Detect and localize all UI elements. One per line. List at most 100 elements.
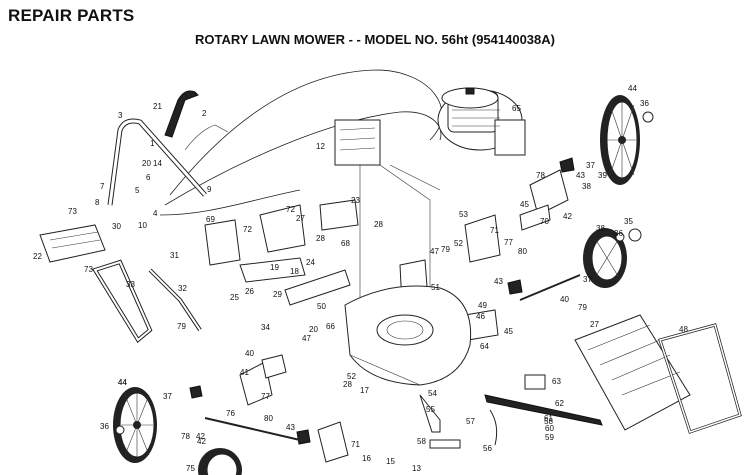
- callout: 27: [296, 214, 305, 223]
- callout: 51: [431, 283, 440, 292]
- callout: 24: [306, 258, 315, 267]
- callout: 79: [177, 322, 186, 331]
- callout: 5: [135, 186, 140, 195]
- callout: 28: [374, 220, 383, 229]
- callout: 44: [118, 378, 127, 387]
- callout: 13: [412, 464, 421, 473]
- callout: 55: [426, 405, 435, 414]
- callout: 68: [341, 239, 350, 248]
- blade-illustration: [484, 374, 603, 426]
- callout: 54: [428, 389, 437, 398]
- grass-catcher-illustration: [574, 314, 742, 434]
- callout: 40: [560, 295, 569, 304]
- callout: 71: [490, 226, 499, 235]
- callout-labels: 44 36 65 21 2 3 12 1 20 14 6 7 5 8 4 9 1…: [33, 84, 688, 473]
- callout: 12: [316, 142, 325, 151]
- page-title: REPAIR PARTS: [8, 6, 135, 25]
- callout: 39: [598, 171, 607, 180]
- handle-assembly-illustration: [91, 90, 229, 344]
- callout: 46: [476, 312, 485, 321]
- callout: 16: [362, 454, 371, 463]
- callout: 28: [343, 380, 352, 389]
- callout: 19: [270, 263, 279, 272]
- callout: 66: [326, 322, 335, 331]
- callout: 17: [360, 386, 369, 395]
- callout: 49: [478, 301, 487, 310]
- callout: 77: [504, 238, 513, 247]
- callout: 61: [544, 414, 553, 423]
- callout: 9: [207, 185, 212, 194]
- callout: 71: [351, 440, 360, 449]
- callout: 43: [286, 423, 295, 432]
- callout: 73: [84, 265, 93, 274]
- callout: 4: [153, 209, 158, 218]
- callout: 23: [351, 196, 360, 205]
- page-subtitle: ROTARY LAWN MOWER - - MODEL NO. 56ht (95…: [195, 32, 555, 47]
- callout: 60: [545, 424, 554, 433]
- callout: 78: [536, 171, 545, 180]
- callout: 15: [386, 457, 395, 466]
- callout: 35: [624, 217, 633, 226]
- front-wheel-right: [583, 228, 627, 288]
- callout: 42: [563, 212, 572, 221]
- callout: 36: [100, 422, 109, 431]
- height-adjuster-illustrations: [189, 157, 575, 463]
- callout: 10: [138, 221, 147, 230]
- small-parts-illustrations: [115, 111, 654, 449]
- callout: 42: [197, 437, 206, 446]
- callout: 45: [520, 200, 529, 209]
- callout: 45: [504, 327, 513, 336]
- callout: 40: [245, 349, 254, 358]
- callout: 63: [552, 377, 561, 386]
- callout: 43: [576, 171, 585, 180]
- callout: 31: [170, 251, 179, 260]
- control-cable: [164, 111, 442, 206]
- callout: 80: [264, 414, 273, 423]
- callout: 7: [100, 182, 105, 191]
- callout: 52: [454, 239, 463, 248]
- callout: 26: [245, 287, 254, 296]
- callout: 37: [163, 392, 172, 401]
- callout: 70: [540, 217, 549, 226]
- callout: 52: [347, 372, 356, 381]
- callout: 2: [202, 109, 207, 118]
- callout: 44: [118, 378, 127, 387]
- engine-illustration: [437, 87, 526, 156]
- callout: 75: [186, 464, 195, 473]
- callout: 72: [286, 205, 295, 214]
- callout: 36: [640, 99, 649, 108]
- callout: 65: [512, 104, 521, 113]
- callout: 25: [230, 293, 239, 302]
- callout: 58: [417, 437, 426, 446]
- callout: 76: [226, 409, 235, 418]
- front-wheel-left: [198, 448, 242, 475]
- callout: 44: [628, 84, 637, 93]
- callout: 78: [181, 432, 190, 441]
- callout: 42: [196, 432, 205, 441]
- callout: 79: [578, 303, 587, 312]
- callout: 34: [261, 323, 270, 332]
- callout: 1: [150, 139, 155, 148]
- callout: 47: [430, 247, 439, 256]
- callout: 36: [614, 229, 623, 238]
- callout: 43: [494, 277, 503, 286]
- bracket-illustrations: [204, 119, 569, 341]
- callout: 47: [302, 334, 311, 343]
- callout: 20: [142, 159, 151, 168]
- catcher-front-illustration: [39, 224, 106, 263]
- callout: 41: [240, 368, 249, 377]
- callout: 69: [206, 215, 215, 224]
- callout: 33: [126, 280, 135, 289]
- callout: 6: [146, 173, 151, 182]
- callout: 58: [544, 417, 553, 426]
- callout: 8: [95, 198, 100, 207]
- callout: 57: [466, 417, 475, 426]
- callout: 77: [261, 392, 270, 401]
- callout: 79: [441, 245, 450, 254]
- callout: 37: [583, 275, 592, 284]
- callout: 18: [290, 267, 299, 276]
- callout: 56: [483, 444, 492, 453]
- callout: 59: [545, 433, 554, 442]
- callout: 22: [33, 252, 42, 261]
